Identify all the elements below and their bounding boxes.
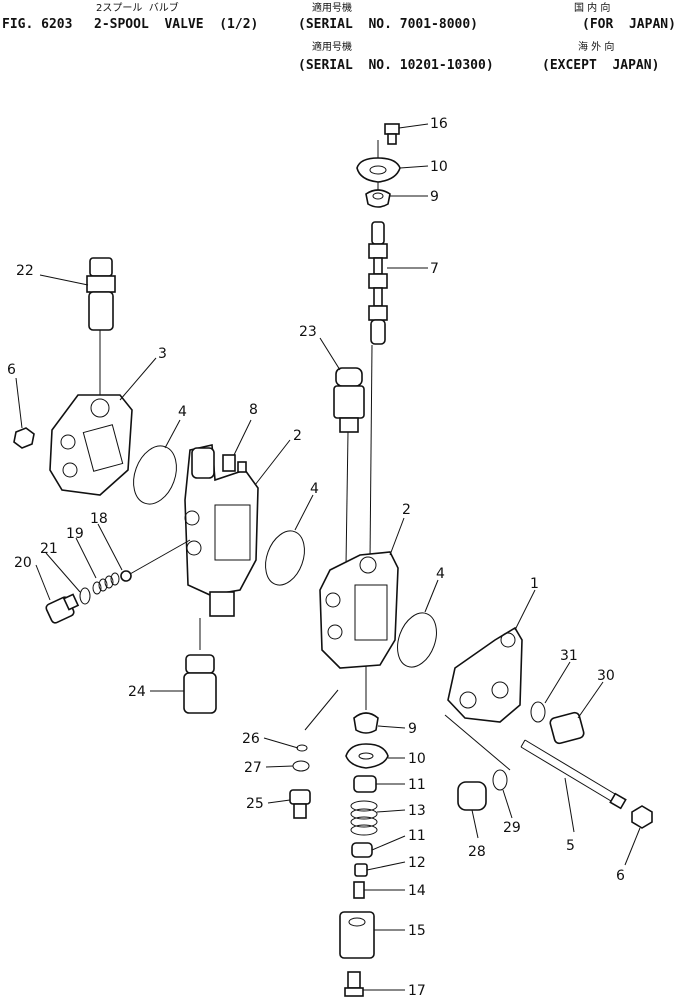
callout-4-middle: 4	[310, 481, 319, 497]
callout-9-top: 9	[430, 189, 439, 205]
plug-part-30	[549, 711, 585, 745]
callout-9-bottom: 9	[408, 721, 417, 737]
callout-6-left: 6	[7, 362, 16, 378]
header-jp-overseas: 海 外 向	[578, 42, 615, 53]
retainer-part-11-lower	[351, 842, 373, 858]
o-ring-part-26	[296, 744, 308, 752]
callout-26: 26	[242, 731, 260, 747]
seat-part-9-top	[365, 189, 391, 208]
center-line-middle	[369, 344, 373, 561]
figure-number: FIG. 6203	[2, 17, 73, 32]
callout-2-left: 2	[293, 428, 302, 444]
callout-20: 20	[14, 555, 32, 571]
callout-27: 27	[244, 760, 262, 776]
callout-13: 13	[408, 803, 426, 819]
plug-part-28	[457, 781, 487, 811]
header-jp-applicable-2: 適用号機	[312, 42, 352, 53]
o-ring-part-27	[292, 760, 310, 772]
callout-21: 21	[40, 541, 58, 557]
callout-25: 25	[246, 796, 264, 812]
callout-29: 29	[503, 820, 521, 836]
leader-18-to-body	[129, 539, 191, 575]
inlet-cover-part-3	[49, 394, 133, 496]
serial-range-japan: (SERIAL NO. 7001-8000)	[298, 17, 479, 32]
callout-4-left: 4	[178, 404, 187, 420]
valve-body-part-2-left	[184, 444, 259, 617]
relief-valve-part-23	[333, 367, 365, 566]
spool-part-7	[368, 221, 388, 345]
callout-22: 22	[16, 263, 34, 279]
o-ring-part-4-left	[133, 445, 177, 505]
callout-28: 28	[468, 844, 486, 860]
callout-12: 12	[408, 855, 426, 871]
cap-plate-part-10-top	[356, 157, 401, 183]
callout-10-bottom: 10	[408, 751, 426, 767]
plug-part-25	[289, 789, 311, 819]
bolt-part-16	[384, 123, 400, 145]
callout-11-lower: 11	[408, 828, 426, 844]
plug-part-20	[45, 593, 80, 624]
cap-plate-part-10-bottom	[345, 743, 389, 769]
market-japan: (FOR JAPAN)	[582, 17, 676, 32]
tie-bolt-part-5	[444, 714, 627, 810]
o-ring-part-31	[530, 701, 546, 723]
plug-part-8	[222, 454, 247, 473]
spring-part-13	[350, 800, 378, 836]
callout-3: 3	[158, 346, 167, 362]
spring-part-19	[92, 572, 120, 595]
spacer-part-12	[354, 863, 368, 877]
o-ring-part-4-middle	[265, 530, 305, 586]
callout-1: 1	[530, 576, 539, 592]
callout-10-top: 10	[430, 159, 448, 175]
callout-19: 19	[66, 526, 84, 542]
seat-part-9-bottom	[353, 712, 379, 734]
o-ring-part-21	[79, 587, 91, 605]
callout-7: 7	[430, 261, 439, 277]
bolt-part-17	[344, 971, 364, 997]
callout-2-right: 2	[402, 502, 411, 518]
spool-part-24	[183, 618, 217, 714]
relief-valve-part-22	[86, 257, 116, 395]
callout-15: 15	[408, 923, 426, 939]
callout-4-right: 4	[436, 566, 445, 582]
callout-24: 24	[128, 684, 146, 700]
leader-body-to-26	[304, 689, 339, 731]
nut-part-6-right	[631, 805, 653, 829]
o-ring-part-4-right	[397, 612, 437, 668]
header-jp-applicable-1: 適用号機	[312, 3, 352, 14]
valve-body-part-2-right	[319, 551, 399, 669]
header-jp-title: 2スプール バルブ	[96, 3, 179, 14]
cap-part-15	[339, 911, 375, 959]
bolt-part-14	[353, 881, 365, 899]
callout-11-upper: 11	[408, 777, 426, 793]
callout-5: 5	[566, 838, 575, 854]
outlet-cover-part-1	[447, 626, 523, 723]
callout-14: 14	[408, 883, 426, 899]
leader-lines	[15, 123, 641, 991]
retainer-part-11-upper	[353, 775, 377, 793]
figure-title: 2-SPOOL VALVE (1/2)	[94, 17, 259, 32]
nut-part-6-left	[13, 427, 35, 449]
callout-30: 30	[597, 668, 615, 684]
callout-31: 31	[560, 648, 578, 664]
callout-17: 17	[408, 983, 426, 999]
o-ring-part-29	[492, 769, 508, 791]
callout-23: 23	[299, 324, 317, 340]
header-jp-domestic: 国 内 向	[574, 3, 611, 14]
callout-18: 18	[90, 511, 108, 527]
callout-8: 8	[249, 402, 258, 418]
ball-part-18	[120, 570, 132, 582]
callout-16: 16	[430, 116, 448, 132]
market-export: (EXCEPT JAPAN)	[542, 58, 660, 73]
serial-range-export: (SERIAL NO. 10201-10300)	[298, 58, 494, 73]
callout-6-right: 6	[616, 868, 625, 884]
